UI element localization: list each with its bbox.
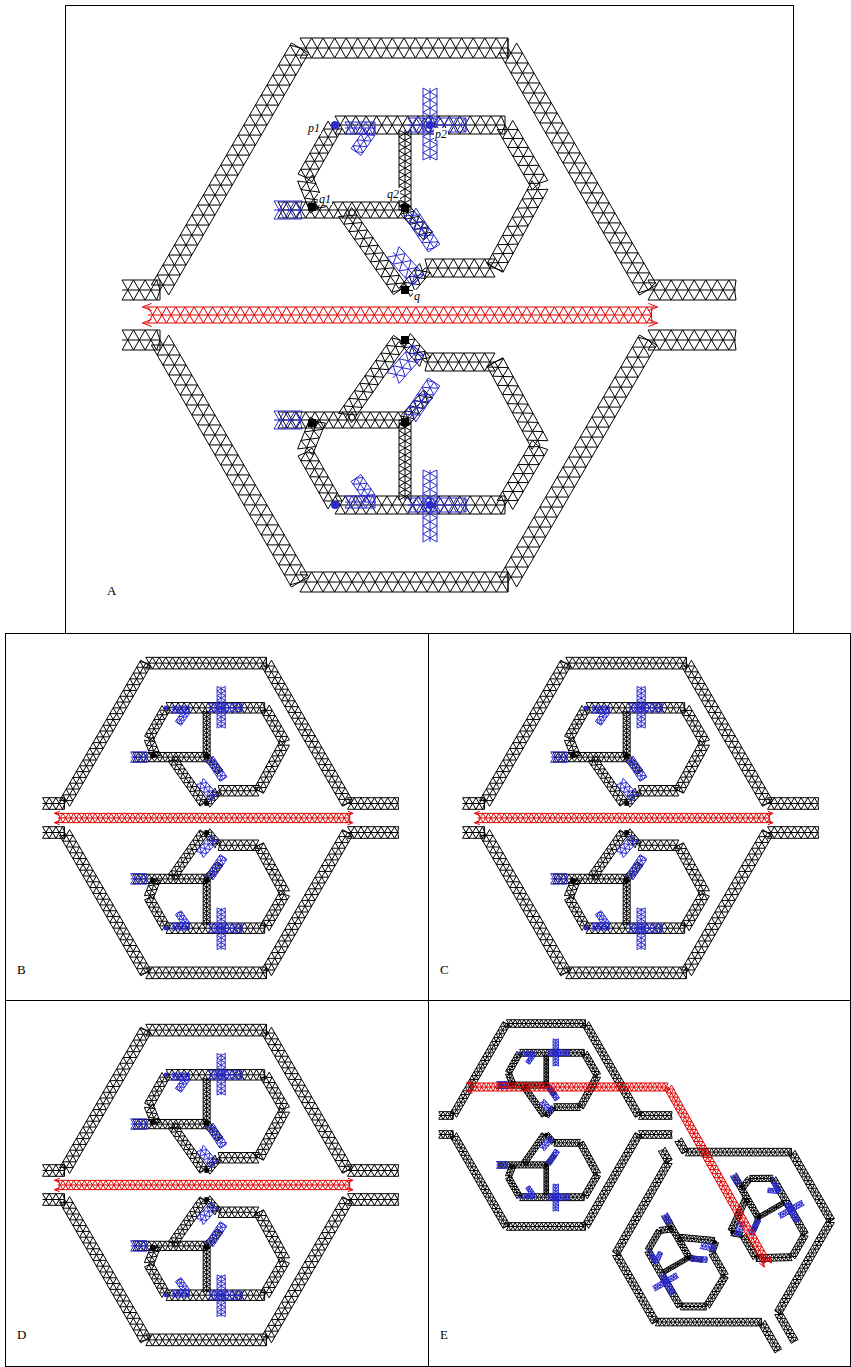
panel-b-structure	[43, 657, 399, 978]
point-label: q1	[318, 193, 332, 205]
red-band	[470, 1083, 769, 1264]
panel-d-structure	[43, 1024, 399, 1345]
point-label: p2	[434, 128, 448, 140]
point-label: q2	[386, 188, 400, 200]
red-arrowhead	[466, 1081, 472, 1086]
panel-a-structure	[122, 38, 736, 592]
point-label: p1	[307, 122, 321, 134]
panel-c-structure	[463, 657, 819, 978]
panel-letter: A	[106, 584, 117, 597]
panel-letter: E	[439, 1328, 449, 1341]
red-arrowhead	[766, 1257, 771, 1263]
panel-letter: C	[439, 963, 450, 976]
panel-letter: D	[16, 1328, 27, 1341]
panel-borders	[6, 6, 851, 1367]
panel-e-right	[579, 1092, 851, 1367]
red-arrowhead	[466, 1089, 472, 1094]
panel-e-left	[439, 1020, 672, 1231]
panel-letter: B	[16, 963, 27, 976]
red-arrowhead	[759, 1261, 764, 1267]
point-label: q	[413, 290, 421, 302]
panel-e-red-band	[466, 1081, 771, 1267]
